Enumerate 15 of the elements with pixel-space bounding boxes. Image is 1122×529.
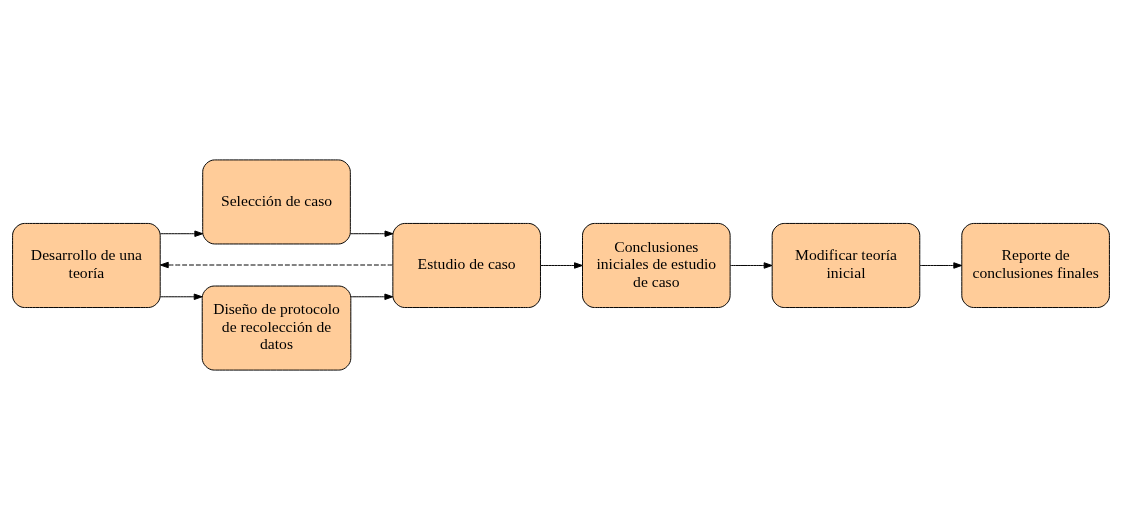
node-box: Conclusiones iniciales de estudio de caso	[582, 222, 731, 308]
node-box: Modificar teoría inicial	[771, 222, 921, 308]
node-box: Selección de caso	[202, 158, 351, 244]
node-box: Desarrollo de una teoría	[12, 222, 161, 308]
node-box: Estudio de caso	[392, 222, 541, 308]
node-box: Reporte de conclusiones finales	[961, 222, 1110, 308]
arrow	[350, 293, 394, 300]
arrow	[159, 230, 204, 237]
node-box: Diseño de protocolo de recolección de datos	[201, 285, 352, 371]
arrow	[159, 293, 203, 300]
arrow	[350, 230, 394, 237]
arrow	[729, 261, 773, 269]
arrow	[159, 261, 393, 268]
arrow	[919, 261, 963, 269]
arrow	[540, 261, 583, 269]
